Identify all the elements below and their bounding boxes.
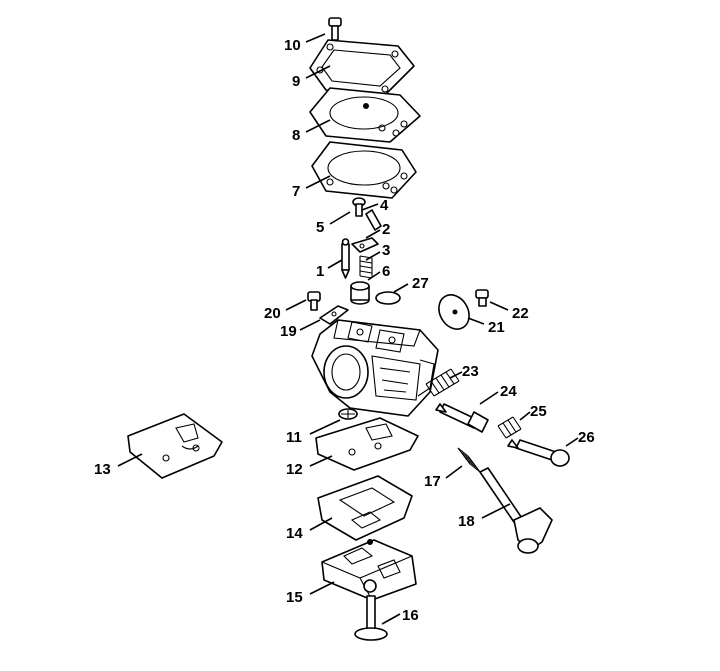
- label-part-22: 22: [512, 305, 529, 322]
- part-17-spring: [457, 447, 481, 473]
- part-4-pin: [365, 209, 382, 231]
- label-part-27: 27: [412, 275, 429, 292]
- part-15-cover: [321, 539, 417, 601]
- part-1-needle: [341, 238, 350, 279]
- part-20-screw: [307, 291, 321, 311]
- label-part-11: 11: [286, 429, 302, 446]
- label-part-6: 6: [382, 263, 390, 280]
- part-11-screen: [338, 408, 358, 420]
- label-part-10: 10: [284, 37, 301, 54]
- label-part-16: 16: [402, 607, 419, 624]
- label-part-18: 18: [458, 513, 475, 530]
- label-part-1: 1: [316, 263, 324, 280]
- part-21-disc: [438, 294, 470, 330]
- label-part-4: 4: [380, 197, 389, 214]
- part-24-adjust-screw: [435, 403, 489, 433]
- label-part-26: 26: [578, 429, 595, 446]
- part-2-lever: [351, 237, 379, 253]
- label-part-21: 21: [488, 319, 505, 336]
- part-10-screw: [328, 17, 342, 41]
- part-8-diaphragm: [309, 87, 421, 143]
- label-part-9: 9: [292, 73, 300, 90]
- label-part-25: 25: [530, 403, 547, 420]
- part-26-adjust-screw: [507, 439, 570, 467]
- part-16-screw: [354, 595, 388, 641]
- part-25-spring: [497, 416, 522, 439]
- label-part-15: 15: [286, 589, 303, 606]
- label-part-8: 8: [292, 127, 300, 144]
- part-7-gasket: [311, 141, 417, 199]
- label-part-23: 23: [462, 363, 479, 380]
- label-part-19: 19: [280, 323, 297, 340]
- part-23-spring: [425, 368, 460, 397]
- part-27-ring: [375, 291, 401, 305]
- part-5-screw: [352, 197, 366, 217]
- part-19-plate: [319, 305, 349, 325]
- label-part-3: 3: [382, 242, 390, 259]
- label-part-7: 7: [292, 183, 300, 200]
- label-part-14: 14: [286, 525, 303, 542]
- label-part-2: 2: [382, 221, 390, 238]
- carburetor-body: [311, 319, 439, 417]
- part-18-shaft: [479, 467, 553, 554]
- leader-lines: [117, 33, 579, 625]
- part-14-diaphragm: [317, 475, 413, 541]
- label-part-12: 12: [286, 461, 303, 478]
- label-part-13: 13: [94, 461, 111, 478]
- part-6-cup: [350, 281, 370, 305]
- part-13-gasket: [127, 413, 223, 479]
- part-3-spring: [359, 255, 373, 279]
- label-part-17: 17: [424, 473, 441, 490]
- label-part-5: 5: [316, 219, 324, 236]
- part-22-screw: [475, 289, 489, 307]
- label-part-20: 20: [264, 305, 281, 322]
- part-12-gasket: [315, 417, 419, 471]
- label-part-24: 24: [500, 383, 517, 400]
- part-labels: 10 9 8 7 5 4 2 3 1 6 27 20 19 21 22 23 2…: [94, 37, 595, 624]
